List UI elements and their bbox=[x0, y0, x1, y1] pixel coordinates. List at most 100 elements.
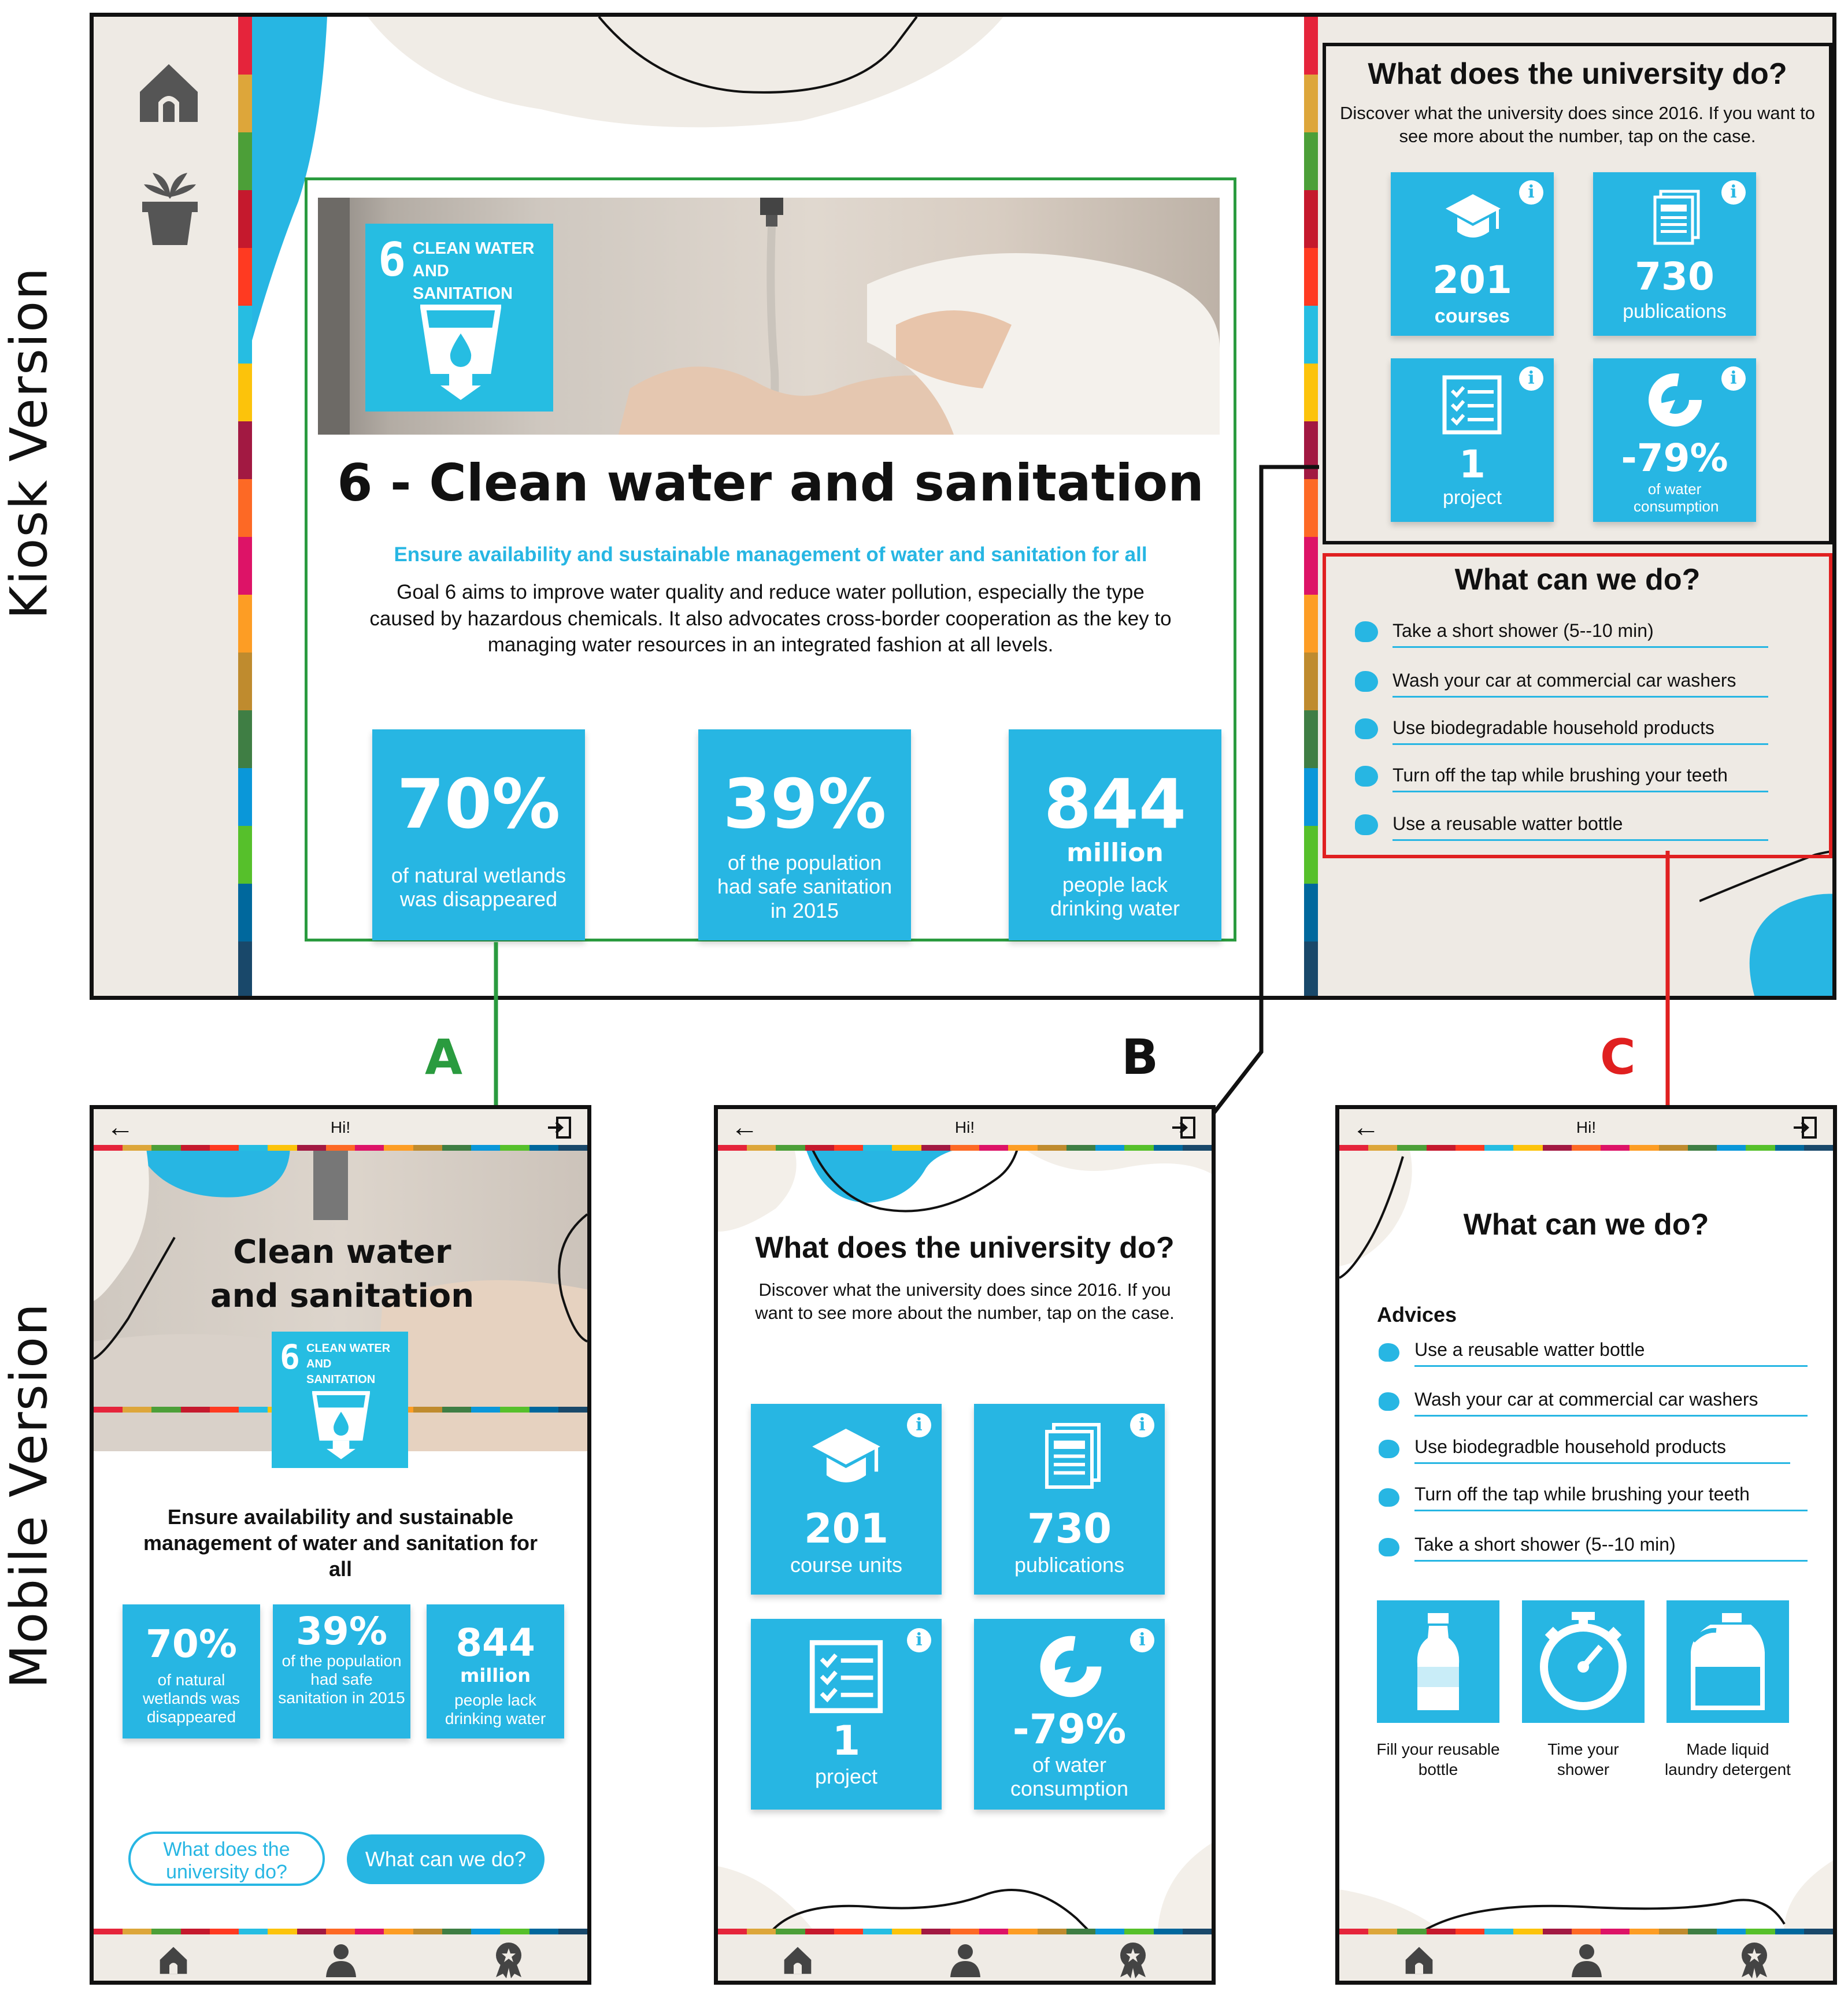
graduation-cap-icon bbox=[1446, 194, 1501, 238]
info-icon[interactable]: i bbox=[1130, 1628, 1154, 1652]
top-bar-a: ← Hi! bbox=[94, 1109, 587, 1145]
card-label: Time your shower bbox=[1547, 1740, 1619, 1778]
stopwatch-icon bbox=[1540, 1612, 1627, 1710]
tile-value: 201 bbox=[1432, 258, 1512, 302]
bottom-nav-b bbox=[718, 1929, 1212, 1981]
profile-icon[interactable] bbox=[949, 1943, 982, 1977]
kiosk-left-nav bbox=[94, 17, 238, 996]
action-item[interactable]: Turn off the tap while brushing your tee… bbox=[1393, 765, 1768, 792]
info-icon[interactable]: i bbox=[1519, 180, 1543, 205]
publications-icon bbox=[1653, 190, 1700, 245]
info-icon[interactable]: i bbox=[1519, 366, 1543, 391]
mobile-c-bottom-deco bbox=[1339, 1860, 1833, 1941]
info-icon[interactable]: i bbox=[1721, 180, 1746, 205]
card-fill-bottle[interactable] bbox=[1377, 1600, 1499, 1723]
kiosk-right-stripe bbox=[1304, 17, 1318, 996]
action-item[interactable]: Use a reusable watter bottle bbox=[1393, 813, 1768, 841]
profile-icon[interactable] bbox=[1571, 1943, 1603, 1977]
advice-item[interactable]: Turn off the tap while brushing your tee… bbox=[1414, 1484, 1808, 1511]
actions-title: What can we do? bbox=[1454, 563, 1701, 596]
plant-icon[interactable] bbox=[135, 161, 205, 248]
card-laundry-detergent[interactable] bbox=[1666, 1600, 1789, 1723]
kiosk-right-panel: What does the university do? Discover wh… bbox=[1318, 17, 1832, 996]
badge-award-icon[interactable] bbox=[1117, 1941, 1149, 1978]
mobile-a-deco bbox=[94, 1145, 587, 1360]
top-stripe-b bbox=[718, 1145, 1212, 1151]
stat-tile-sanitation: 39% of the population had safe sanitatio… bbox=[698, 729, 911, 940]
stat-tile-drinking-water: 844 million people lack drinking water bbox=[1009, 729, 1221, 940]
checklist-icon bbox=[809, 1640, 883, 1714]
water-drop-icon bbox=[1355, 766, 1378, 787]
advice-item[interactable]: Use biodegradble household products bbox=[1414, 1436, 1790, 1464]
home-icon[interactable] bbox=[134, 57, 203, 127]
tile-label: project bbox=[814, 1765, 878, 1788]
goal-subtitle: Ensure availability and sustainable mana… bbox=[394, 543, 1147, 566]
top-bar-b: ← Hi! bbox=[718, 1109, 1212, 1145]
profile-icon[interactable] bbox=[325, 1943, 357, 1977]
info-icon[interactable]: i bbox=[907, 1628, 931, 1652]
mobile-screen-c: ← Hi! What can we do? Advices Use a reus… bbox=[1335, 1105, 1837, 1985]
badge-award-icon[interactable] bbox=[492, 1941, 525, 1978]
home-icon[interactable] bbox=[782, 1944, 814, 1976]
tile-water-consumption-b[interactable]: -79% of water consumption i bbox=[974, 1619, 1165, 1810]
back-arrow-icon[interactable]: ← bbox=[1352, 1112, 1380, 1143]
tile-label: of water consumption bbox=[1634, 480, 1719, 515]
logout-icon[interactable] bbox=[1793, 1116, 1818, 1139]
mobile-b-bottom-deco bbox=[718, 1843, 1212, 1941]
tile-project-b[interactable]: 1 project i bbox=[751, 1619, 942, 1810]
tile-course-units[interactable]: 201 course units i bbox=[751, 1404, 942, 1595]
tile-label: course units bbox=[790, 1553, 903, 1577]
logout-icon[interactable] bbox=[547, 1116, 572, 1139]
university-description: Discover what the university does since … bbox=[1340, 103, 1815, 147]
stat-unit: million bbox=[460, 1665, 531, 1686]
water-drop-icon bbox=[1355, 621, 1378, 642]
tile-value: 1 bbox=[1459, 442, 1486, 487]
back-arrow-icon[interactable]: ← bbox=[106, 1112, 134, 1143]
top-stripe-a bbox=[94, 1145, 587, 1151]
sdg6-badge-a: 6 CLEAN WATER AND SANITATION bbox=[272, 1332, 408, 1468]
home-icon[interactable] bbox=[1403, 1944, 1435, 1976]
water-drop-icon bbox=[1379, 1538, 1399, 1556]
tile-value: 201 bbox=[803, 1505, 889, 1552]
stat-tile-a-2: 39% of the population had safe sanitatio… bbox=[273, 1604, 410, 1738]
university-button[interactable]: What does the university do? bbox=[128, 1832, 325, 1886]
actions-button[interactable]: What can we do? bbox=[347, 1834, 545, 1884]
info-icon[interactable]: i bbox=[1721, 366, 1746, 391]
advice-item[interactable]: Wash your car at commercial car washers bbox=[1414, 1389, 1808, 1417]
logout-icon[interactable] bbox=[1171, 1116, 1197, 1139]
water-glass-icon bbox=[312, 1391, 370, 1459]
right-deco-shape bbox=[1699, 850, 1832, 996]
tile-project[interactable]: 1 project i bbox=[1391, 358, 1554, 522]
action-item[interactable]: Take a short shower (5--10 min) bbox=[1393, 620, 1768, 648]
water-drop-icon bbox=[1379, 1343, 1399, 1362]
kiosk-screen: 6 CLEAN WATER AND SANITATION 6 - Clean w… bbox=[90, 13, 1836, 1000]
bottle-icon bbox=[1417, 1613, 1460, 1710]
actions-panel: What can we do? Take a short shower (5--… bbox=[1323, 553, 1832, 858]
mobile-b-deco bbox=[718, 1145, 1212, 1232]
advice-item[interactable]: Take a short shower (5--10 min) bbox=[1414, 1534, 1808, 1562]
advice-item[interactable]: Use a reusable watter bottle bbox=[1414, 1339, 1808, 1367]
card-time-shower[interactable] bbox=[1522, 1600, 1645, 1723]
bottom-nav-a bbox=[94, 1929, 587, 1981]
kiosk-goal-card: 6 CLEAN WATER AND SANITATION 6 - Clean w… bbox=[305, 177, 1236, 941]
home-icon[interactable] bbox=[157, 1944, 190, 1976]
back-arrow-icon[interactable]: ← bbox=[731, 1112, 758, 1143]
action-item[interactable]: Wash your car at commercial car washers bbox=[1393, 670, 1768, 698]
top-stripe-c bbox=[1339, 1145, 1833, 1151]
water-drop-icon bbox=[1379, 1488, 1399, 1507]
info-icon[interactable]: i bbox=[1130, 1413, 1154, 1437]
action-item[interactable]: Use biodegradable household products bbox=[1393, 717, 1768, 745]
badge-number: 6 bbox=[280, 1337, 300, 1377]
pie-chart-icon bbox=[1649, 373, 1702, 427]
stat-tile-a-3: 844 million people lack drinking water bbox=[427, 1604, 564, 1738]
tile-label: courses bbox=[1434, 305, 1510, 327]
goal-description: Goal 6 aims to improve water quality and… bbox=[369, 581, 1172, 656]
mobile-c-deco bbox=[1339, 1145, 1412, 1279]
badge-award-icon[interactable] bbox=[1738, 1941, 1771, 1978]
tile-publications[interactable]: 730 publications i bbox=[1593, 172, 1756, 336]
tile-water-consumption[interactable]: -79% of water consumption i bbox=[1593, 358, 1756, 522]
bottom-nav-c bbox=[1339, 1929, 1833, 1981]
tile-courses[interactable]: 201 courses i bbox=[1391, 172, 1554, 336]
tile-publications-b[interactable]: 730 publications i bbox=[974, 1404, 1165, 1595]
info-icon[interactable]: i bbox=[907, 1413, 931, 1437]
